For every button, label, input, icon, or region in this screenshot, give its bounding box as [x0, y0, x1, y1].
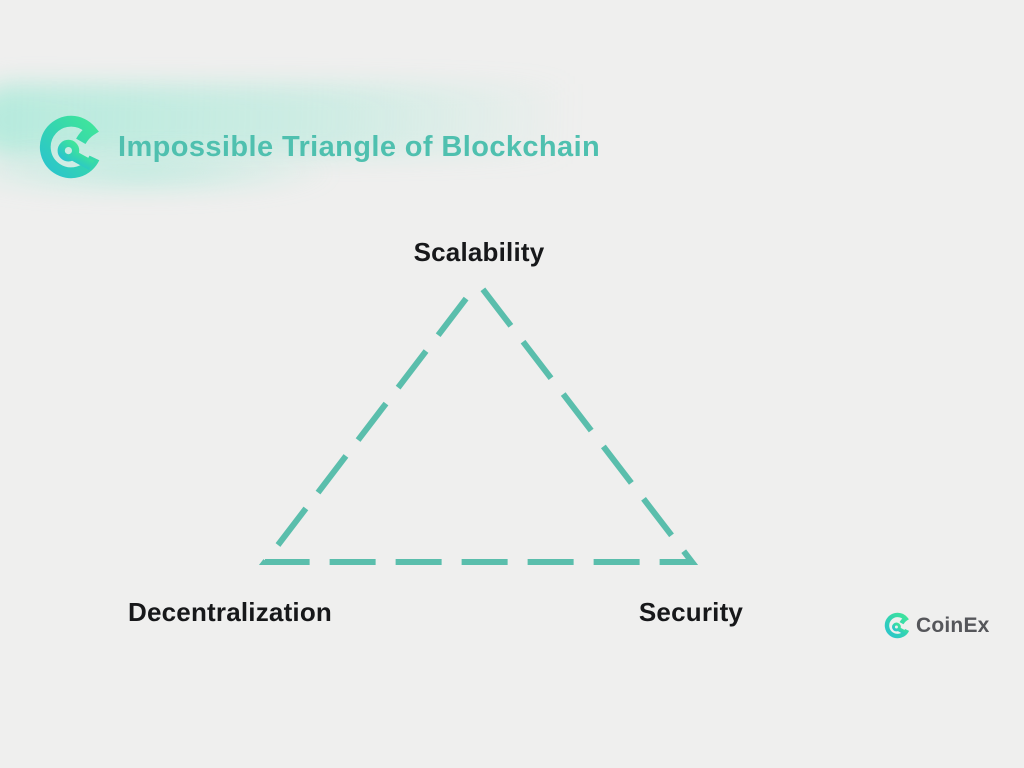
vertex-label-decentralization: Decentralization [127, 597, 333, 627]
vertex-label-scalability: Scalability [413, 237, 545, 267]
coinex-logo-icon [39, 115, 100, 179]
coinex-wordmark: CoinEx [916, 613, 990, 637]
triangle-dashed-outline [258, 278, 699, 565]
coinex-logo-icon [884, 612, 910, 639]
page-title: Impossible Triangle of Blockchain [118, 131, 601, 163]
impossible-triangle-diagram [258, 278, 699, 565]
vertex-label-security: Security [638, 597, 744, 627]
footer-brand: CoinEx [884, 612, 990, 639]
header-highlight [0, 84, 625, 156]
